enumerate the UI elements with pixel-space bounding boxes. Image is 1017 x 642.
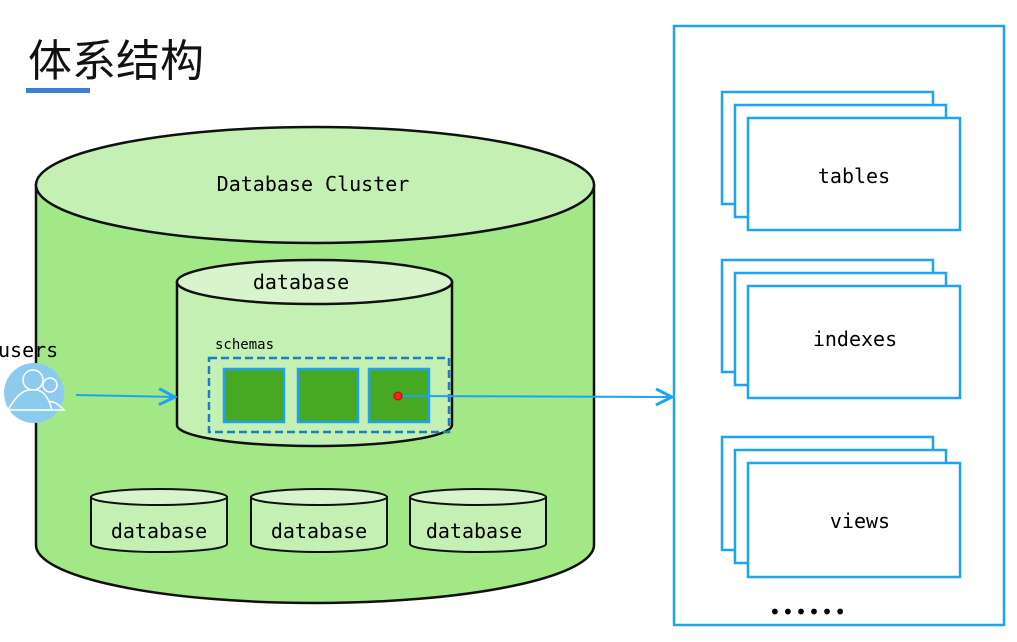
database-cylinder[interactable]: database schemas (175, 258, 454, 448)
schemas-label: schemas (215, 337, 274, 353)
small-database-label: database (271, 519, 367, 543)
schemas-group (207, 356, 451, 434)
schema-box[interactable] (222, 367, 286, 424)
small-database[interactable]: database (90, 488, 228, 553)
small-database[interactable]: database (409, 488, 547, 553)
small-database[interactable]: database (250, 488, 388, 553)
schema-box[interactable] (296, 367, 360, 424)
object-stack-tables[interactable]: tables (720, 90, 962, 232)
title-underline (26, 88, 90, 93)
object-stack-views[interactable]: views (720, 435, 962, 579)
page-title: 体系结构 (28, 36, 204, 87)
database-label: database (253, 270, 349, 294)
ellipsis-more: •••••• (769, 600, 847, 624)
small-database-label: database (426, 519, 522, 543)
object-stack-indexes[interactable]: indexes (720, 258, 962, 400)
users-arrow (75, 395, 175, 397)
users-label: users (0, 338, 58, 362)
schema-arrow (399, 396, 672, 397)
views-label: views (830, 509, 890, 533)
small-database-label: database (111, 519, 207, 543)
tables-label: tables (818, 164, 890, 188)
users-icon (4, 363, 66, 423)
pointer-dot (393, 391, 403, 401)
cluster-label: Database Cluster (217, 172, 410, 196)
indexes-label: indexes (813, 327, 897, 351)
